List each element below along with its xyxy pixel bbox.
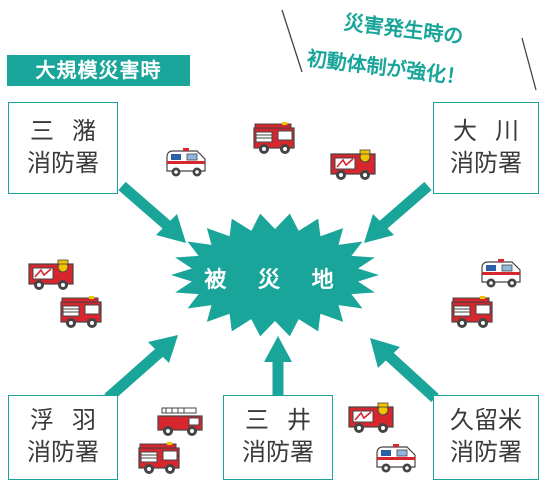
slogan-slash-right: [521, 37, 537, 91]
ambulance-icon: [481, 258, 521, 289]
station-minuma: 三潴 消防署: [8, 102, 118, 194]
slogan-slash-left: [281, 9, 303, 73]
arrow-from-mii: [264, 336, 292, 398]
station-ukiha: 浮羽 消防署: [8, 395, 118, 480]
fire-engine-icon: [253, 121, 295, 155]
station-kurume-type: 消防署: [450, 438, 522, 466]
disaster-area-label: 被 災 地: [204, 268, 346, 293]
arrow-from-minuma: [118, 181, 186, 243]
ambulance-icon: [166, 147, 206, 178]
arrow-from-ukiha: [104, 335, 178, 403]
station-okawa: 大川 消防署: [433, 102, 539, 194]
station-kurume-name: 久留米: [450, 406, 522, 434]
arrows: [104, 181, 439, 403]
station-okawa-type: 消防署: [450, 149, 522, 177]
arrow-from-okawa: [364, 181, 432, 243]
station-minuma-type: 消防署: [27, 149, 99, 177]
station-minuma-name: 三潴: [30, 117, 114, 145]
station-kurume: 久留米 消防署: [433, 395, 539, 480]
arrow-from-kurume: [370, 338, 439, 403]
ambulance-icon: [376, 443, 416, 474]
ladder-truck-icon: [157, 407, 203, 437]
disaster-area-burst: [171, 213, 379, 337]
station-mii-type: 消防署: [242, 438, 314, 466]
station-ukiha-type: 消防署: [27, 438, 99, 466]
station-mii: 三井 消防署: [223, 395, 333, 480]
station-ukiha-name: 浮羽: [30, 406, 114, 434]
fire-engine-icon: [138, 441, 180, 475]
fire-engine-icon: [451, 295, 493, 329]
large-scale-disaster-badge: 大規模災害時: [7, 55, 190, 86]
command-car-icon: [330, 149, 376, 181]
fire-engine-icon: [60, 295, 102, 329]
station-mii-name: 三井: [245, 406, 329, 434]
command-car-icon: [28, 259, 74, 291]
command-car-icon: [348, 402, 394, 434]
station-okawa-name: 大川: [453, 117, 537, 145]
